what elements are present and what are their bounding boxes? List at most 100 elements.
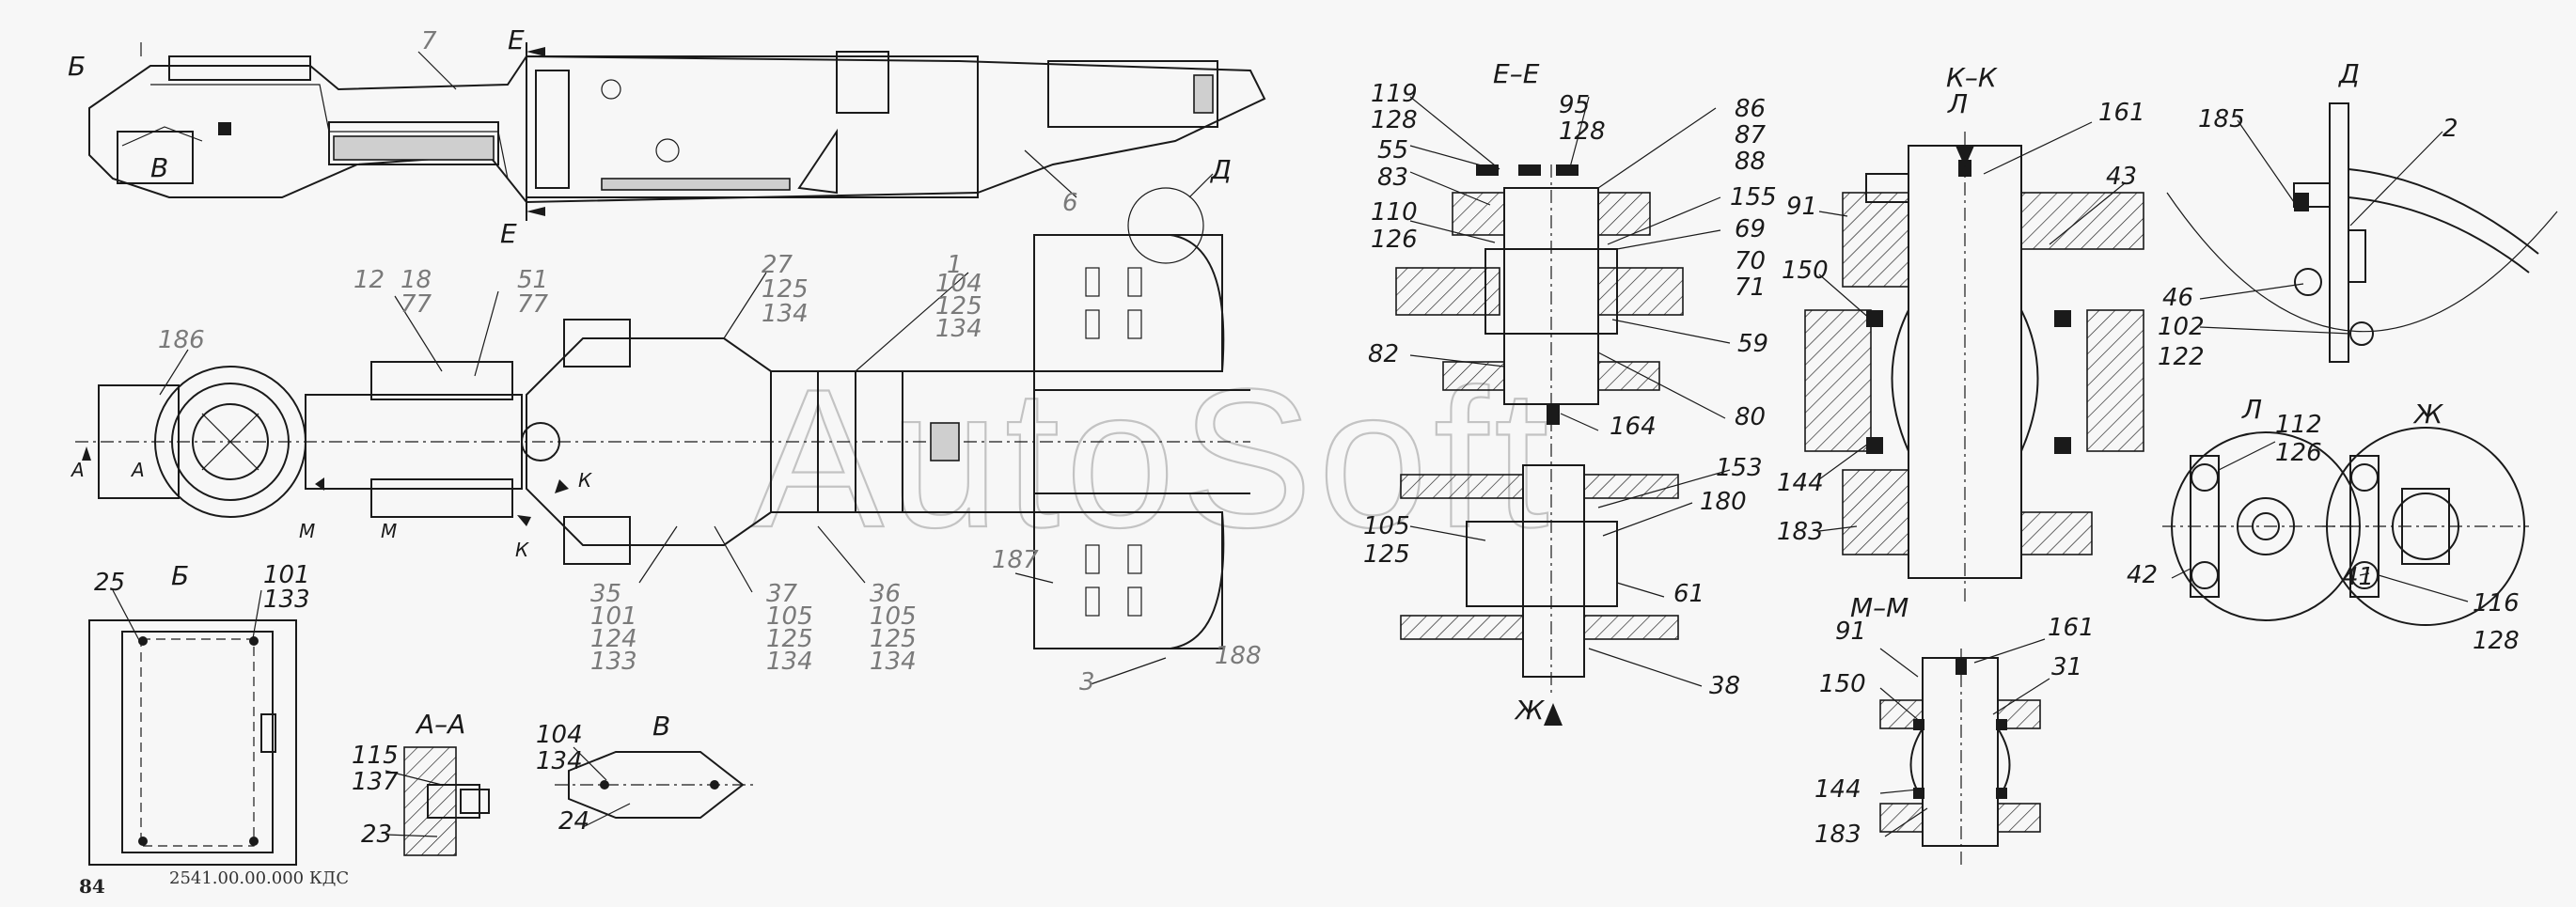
callout-150-b: 150 xyxy=(1819,670,1866,698)
callout-7: 7 xyxy=(421,27,437,55)
callout-41: 41 xyxy=(2343,563,2374,591)
callout-51: 51 xyxy=(517,266,548,294)
callout-122: 122 xyxy=(2158,343,2205,371)
section-mark-l: Л xyxy=(1947,88,1968,119)
section-ee-drawing xyxy=(1395,96,1731,726)
section-mark-a-left: А xyxy=(70,459,85,481)
callout-125-b: 125 xyxy=(935,292,982,321)
callout-137: 137 xyxy=(352,768,399,796)
view-title-ee: Е–Е xyxy=(1493,58,1540,89)
section-aa-drawing xyxy=(385,746,490,856)
callout-119: 119 xyxy=(1371,80,1418,108)
callout-128-a: 128 xyxy=(1371,106,1418,134)
view-d-drawing xyxy=(2166,102,2558,363)
callout-69: 69 xyxy=(1735,215,1766,243)
side-view xyxy=(88,42,1266,221)
callout-70: 70 xyxy=(1735,247,1766,275)
callout-88: 88 xyxy=(1735,148,1766,176)
callout-43: 43 xyxy=(2106,163,2137,191)
view-v-drawing xyxy=(555,746,757,828)
callout-164: 164 xyxy=(1610,413,1657,441)
view-title-b: Б xyxy=(171,560,189,591)
callout-35: 35 xyxy=(590,580,621,608)
callout-46: 46 xyxy=(2162,284,2193,312)
callout-23: 23 xyxy=(361,821,392,849)
callout-91-b: 91 xyxy=(1835,618,1866,646)
callout-83: 83 xyxy=(1377,164,1408,192)
section-mm-drawing xyxy=(1879,638,2050,865)
callout-187: 187 xyxy=(992,546,1039,574)
section-mark-k-lower: К xyxy=(515,539,529,561)
callout-183-b: 183 xyxy=(1814,821,1861,849)
callout-133-a: 133 xyxy=(590,648,637,676)
section-mark-e-top: Е xyxy=(508,24,525,55)
callout-12: 12 xyxy=(353,266,385,294)
view-b-drawing xyxy=(88,589,297,866)
callout-101-a: 101 xyxy=(590,602,637,631)
callout-6: 6 xyxy=(1062,189,1078,217)
callout-155: 155 xyxy=(1730,183,1777,211)
callout-87: 87 xyxy=(1735,121,1767,149)
callout-134-b: 134 xyxy=(935,315,982,343)
callout-25: 25 xyxy=(94,569,125,597)
section-mark-k-upper: К xyxy=(578,469,592,492)
view-title-zh: Ж xyxy=(2412,399,2444,430)
callout-116: 116 xyxy=(2473,589,2520,618)
callout-2: 2 xyxy=(2442,115,2458,143)
callout-105-b: 105 xyxy=(870,602,917,631)
callout-95: 95 xyxy=(1559,91,1590,119)
callout-77-b: 77 xyxy=(517,290,549,319)
callout-104-b: 104 xyxy=(536,721,583,749)
callout-112: 112 xyxy=(2275,411,2322,439)
view-l-drawing xyxy=(2162,431,2369,621)
view-title-aa: А–А xyxy=(415,709,465,740)
callout-128-b: 128 xyxy=(1559,117,1606,146)
section-mark-v: В xyxy=(150,152,168,183)
watermark-text: AutoSoft xyxy=(752,348,1555,569)
callout-102: 102 xyxy=(2158,313,2205,341)
plan-view xyxy=(75,173,1250,685)
callout-153: 153 xyxy=(1716,454,1763,482)
callout-104-a: 104 xyxy=(935,270,982,298)
callout-144-b: 144 xyxy=(1814,775,1861,804)
callout-126-a: 126 xyxy=(1371,226,1418,254)
section-mark-e-bottom: Е xyxy=(500,218,517,249)
callout-31: 31 xyxy=(2051,653,2082,681)
callout-180: 180 xyxy=(1700,488,1747,516)
callout-183-a: 183 xyxy=(1777,518,1824,546)
callout-91-a: 91 xyxy=(1786,193,1817,221)
callout-38: 38 xyxy=(1709,672,1740,700)
callout-1: 1 xyxy=(947,251,963,279)
callout-124: 124 xyxy=(590,625,637,653)
callout-125-e: 125 xyxy=(1363,540,1410,569)
callout-24: 24 xyxy=(558,807,589,836)
callout-101-b: 101 xyxy=(263,561,310,589)
callout-161-a: 161 xyxy=(2098,99,2145,127)
callout-71: 71 xyxy=(1735,274,1766,302)
document-code: 2541.00.00.000 КДС xyxy=(169,868,349,888)
callout-55: 55 xyxy=(1377,136,1408,164)
callout-150-a: 150 xyxy=(1782,257,1829,285)
callout-188: 188 xyxy=(1215,642,1262,670)
callout-133-b: 133 xyxy=(263,586,310,614)
callout-27: 27 xyxy=(762,251,793,279)
callout-134-e: 134 xyxy=(536,747,583,775)
callout-3: 3 xyxy=(1079,668,1095,696)
callout-185: 185 xyxy=(2198,105,2245,133)
callout-42: 42 xyxy=(2127,561,2158,589)
callout-134-c: 134 xyxy=(766,648,813,676)
view-title-l: Л xyxy=(2241,394,2262,425)
callout-115: 115 xyxy=(352,742,399,770)
view-title-v: В xyxy=(652,711,670,742)
view-zh-drawing xyxy=(2322,427,2529,626)
section-mark-m-left: М xyxy=(299,520,315,542)
view-title-kk: К–К xyxy=(1946,62,1998,93)
view-title-mm: М–М xyxy=(1850,592,1908,623)
callout-61: 61 xyxy=(1673,580,1704,608)
callout-125-d: 125 xyxy=(870,625,917,653)
callout-80: 80 xyxy=(1735,403,1766,431)
callout-82: 82 xyxy=(1368,340,1399,368)
page-number: 84 xyxy=(79,875,105,898)
